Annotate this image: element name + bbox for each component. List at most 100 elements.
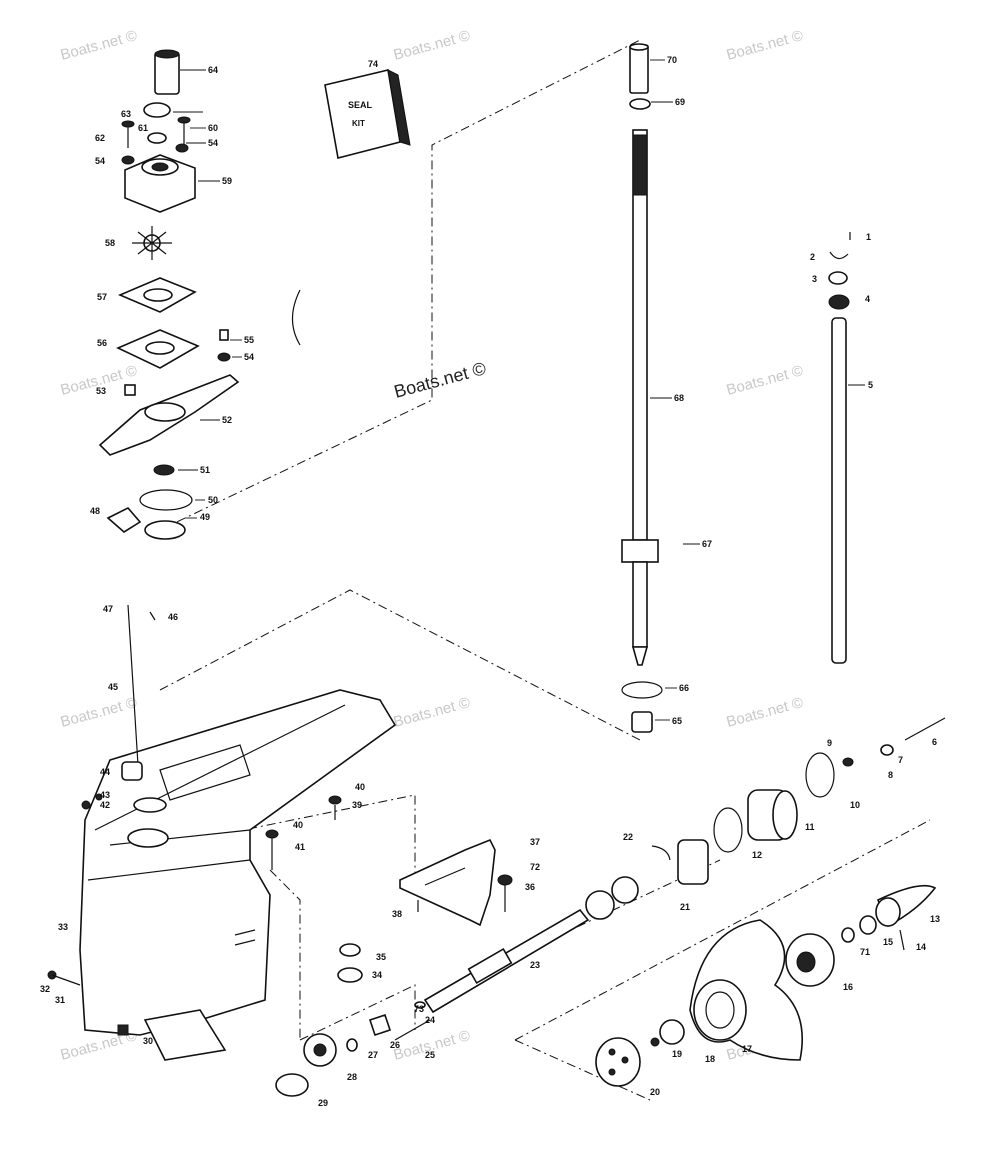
part-callouts: 1 2 3 4 5 6 7 8 9 10 11 12 13 14 15 16 1…	[40, 55, 940, 1108]
callout: 17	[742, 1044, 752, 1054]
part-35-gear	[339, 943, 361, 957]
part-44-coupler	[121, 761, 143, 781]
part-6-bolt	[904, 717, 946, 741]
callout: 54	[95, 156, 105, 166]
callout: 46	[168, 612, 178, 622]
part-34-bearing	[337, 967, 363, 983]
callout: 25	[425, 1050, 435, 1060]
part-3-bushing	[828, 271, 848, 285]
part-27-pin	[346, 1038, 358, 1052]
drive-shaft-assembly	[621, 43, 663, 733]
callout: 56	[97, 338, 107, 348]
callout: 60	[208, 123, 218, 133]
callout: 55	[244, 335, 254, 345]
part-50-o-ring	[139, 489, 193, 511]
seal-kit-label-line1: SEAL	[348, 100, 373, 110]
callout: 40	[355, 782, 365, 792]
callout: 74	[368, 59, 378, 69]
propshaft-assembly	[275, 839, 709, 1097]
propeller-assembly	[595, 884, 937, 1087]
callout: 23	[530, 960, 540, 970]
callout: 10	[850, 800, 860, 810]
callout: 54	[244, 352, 254, 362]
callout: 34	[372, 970, 382, 980]
watermark: Boats.net ©	[725, 27, 805, 64]
part-70-bushing	[629, 44, 649, 94]
callout: 6	[932, 737, 937, 747]
callout: 19	[672, 1049, 682, 1059]
fasteners-mid	[47, 795, 342, 1036]
callout: 43	[100, 790, 110, 800]
callout: 14	[916, 942, 926, 952]
part-69-ring	[629, 98, 651, 110]
part-51-seal	[153, 464, 175, 476]
callout: 22	[623, 832, 633, 842]
callout: 73	[414, 1004, 424, 1014]
watermark: Boats.net ©	[392, 694, 472, 731]
part-37-anode	[399, 838, 513, 927]
callout: 51	[200, 465, 210, 475]
watermark: Boats.net ©	[59, 694, 139, 731]
part-63-seal	[143, 102, 171, 118]
shift-linkage	[81, 604, 156, 810]
callout: 72	[530, 862, 540, 872]
callout: 28	[347, 1072, 357, 1082]
callout: 12	[752, 850, 762, 860]
callout: 49	[200, 512, 210, 522]
callout: 69	[675, 97, 685, 107]
callout: 18	[705, 1054, 715, 1064]
callout: 53	[96, 386, 106, 396]
callout: 40	[293, 820, 303, 830]
callout: 41	[295, 842, 305, 852]
part-26-clutch	[368, 1013, 392, 1037]
callout: 48	[90, 506, 100, 516]
callout: 45	[108, 682, 118, 692]
part-21-bearing-carrier	[677, 839, 709, 885]
watermark: Boats.net ©	[725, 694, 805, 731]
watermark: Boats.net ©	[725, 362, 805, 399]
callout: 32	[40, 984, 50, 994]
callout: 62	[95, 133, 105, 143]
callout: 71	[860, 947, 870, 957]
callout: 61	[138, 123, 148, 133]
callout: 11	[805, 822, 815, 832]
part-29-bearing-cup	[275, 1073, 309, 1097]
callout: 63	[121, 109, 131, 119]
part-58-impeller	[132, 226, 172, 260]
callout: 13	[930, 914, 940, 924]
callout: 50	[208, 495, 218, 505]
callout: 35	[376, 952, 386, 962]
callout: 27	[368, 1050, 378, 1060]
part-33-gearcase	[79, 689, 397, 1061]
callout: 7	[898, 755, 903, 765]
callout: 26	[390, 1040, 400, 1050]
part-12-o-ring	[713, 807, 743, 853]
callout: 44	[100, 767, 110, 777]
watermark-center: Boats.net ©	[392, 358, 488, 402]
part-48-plate	[106, 507, 142, 533]
callout: 65	[672, 716, 682, 726]
callout: 38	[392, 909, 402, 919]
watermark: Boats.net ©	[59, 27, 139, 64]
callout: 15	[883, 937, 893, 947]
callout: 29	[318, 1098, 328, 1108]
part-5-shift-rod	[831, 317, 847, 664]
callout: 33	[58, 922, 68, 932]
part-65-seal	[631, 711, 653, 733]
part-53-nut	[124, 384, 136, 396]
part-66-o-ring	[621, 681, 663, 699]
part-74-seal-kit: SEAL KIT	[324, 69, 411, 159]
seal-kit-label-line2: KIT	[352, 119, 365, 128]
callout: 9	[827, 738, 832, 748]
callout: 64	[208, 65, 218, 75]
callout: 54	[208, 138, 218, 148]
callout: 24	[425, 1015, 435, 1025]
callout: 5	[868, 380, 873, 390]
callout: 4	[865, 294, 870, 304]
watermark: Boats.net ©	[392, 27, 472, 64]
callout: 16	[843, 982, 853, 992]
callout: 2	[810, 252, 815, 262]
callout: 30	[143, 1036, 153, 1046]
leader-lines	[173, 59, 865, 721]
part-61-seal	[147, 132, 167, 144]
